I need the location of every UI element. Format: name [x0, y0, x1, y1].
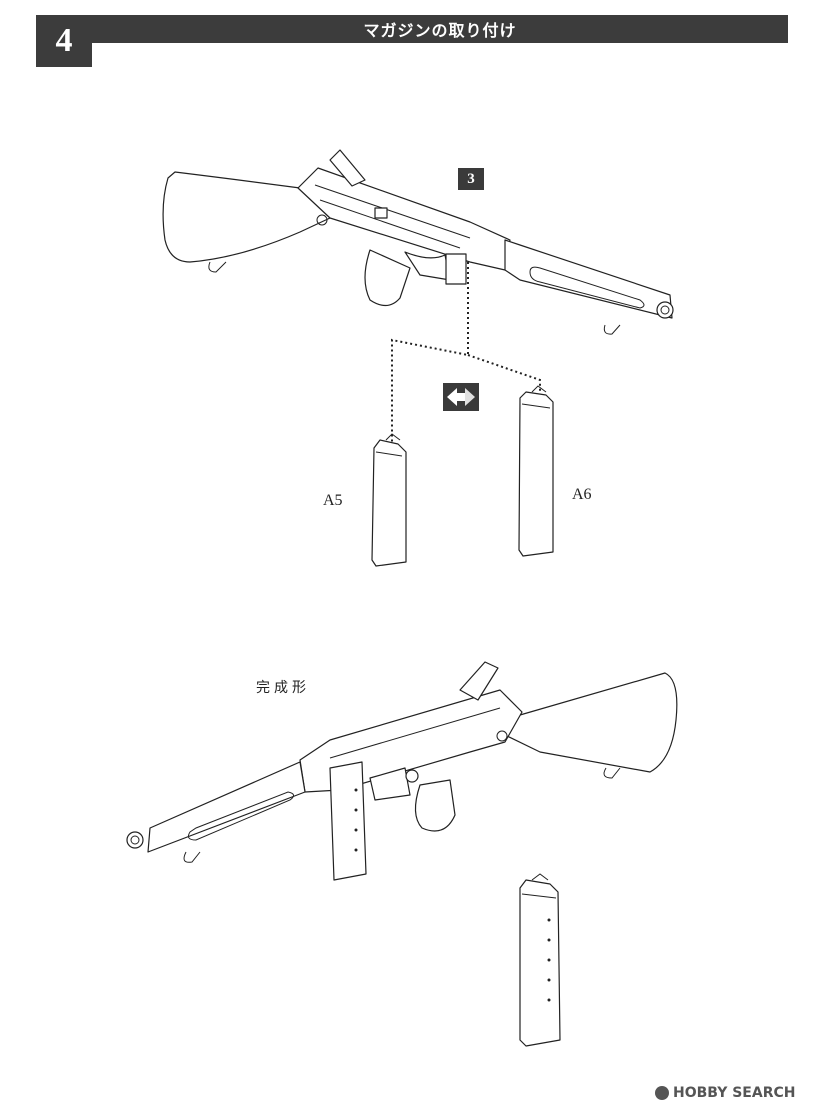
part-label-a6: A6: [572, 486, 592, 503]
guide-line-a5: [391, 262, 469, 445]
top-gun-drawing: [162, 149, 674, 335]
loose-magazine-drawing: [519, 873, 561, 1047]
watermark-text: HOBBY SEARCH: [673, 1085, 796, 1101]
step-number: 4: [55, 22, 73, 59]
hobbysearch-logo-icon: [655, 1086, 669, 1100]
swap-arrows-icon: [443, 383, 479, 411]
watermark: HOBBY SEARCH: [655, 1085, 795, 1101]
magazine-a6-drawing: [518, 385, 554, 557]
ref-part-number: 3: [458, 168, 484, 190]
header-bar: [36, 15, 788, 43]
guide-line-a6: [467, 354, 541, 395]
magazine-a5-drawing: [371, 433, 407, 567]
part-label-a5: A5: [323, 492, 343, 509]
complete-gun-drawing: [126, 661, 678, 881]
step-title: マガジンの取り付け: [363, 21, 517, 40]
step-number-box: [36, 15, 92, 67]
complete-label: 完成形: [256, 680, 310, 696]
